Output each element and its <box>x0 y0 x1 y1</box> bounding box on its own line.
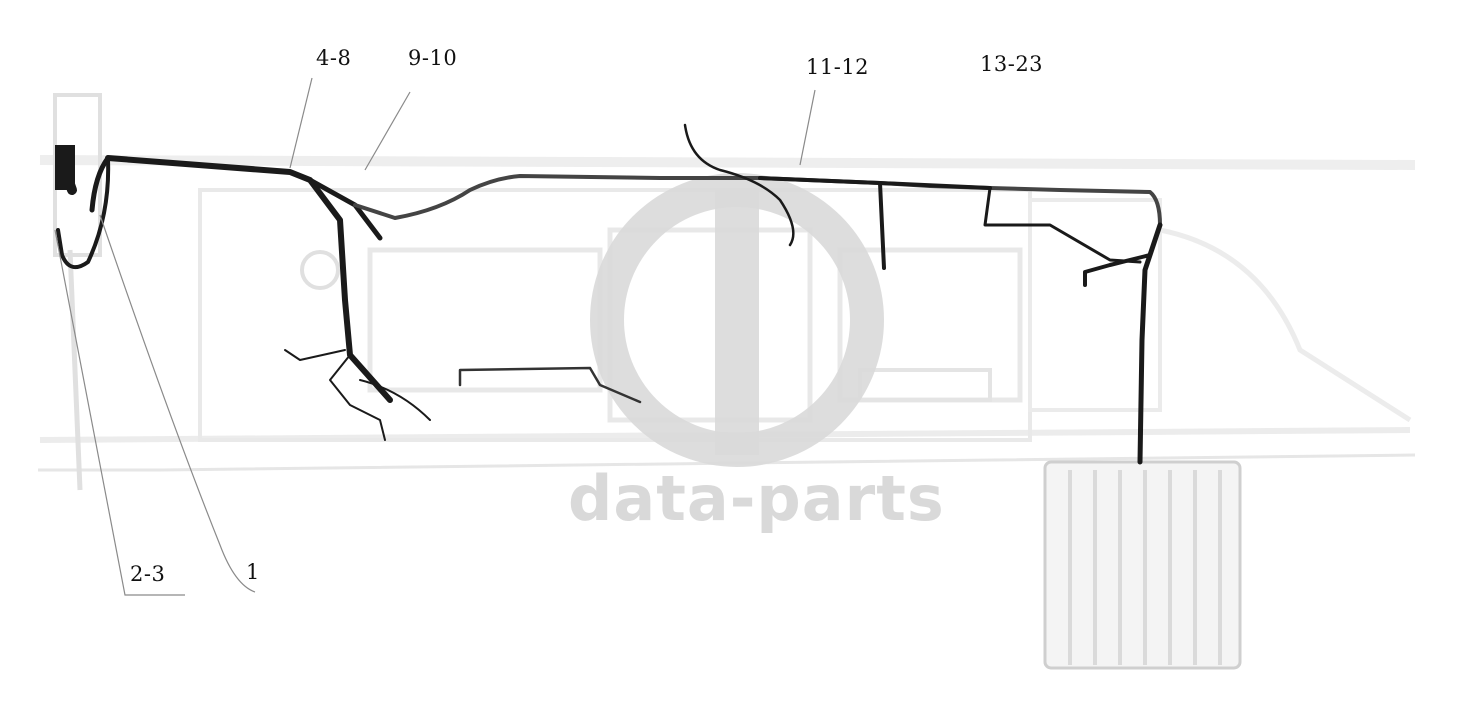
callout-1: 1 <box>246 560 260 584</box>
wiring-harness <box>55 123 1163 465</box>
leader-4-8 <box>289 77 313 169</box>
watermark-text: data-parts <box>568 462 945 535</box>
leader-9-10 <box>364 91 411 171</box>
callout-11-12: 11-12 <box>806 55 870 79</box>
watermark-logo <box>590 173 884 467</box>
callout-13-23: 13-23 <box>980 52 1044 76</box>
callout-9-10: 9-10 <box>408 46 458 70</box>
callout-2-3: 2-3 <box>130 562 166 586</box>
leader-1 <box>99 214 256 593</box>
leader-11-12 <box>799 89 816 166</box>
battery-block <box>1043 460 1242 670</box>
leader-2-3 <box>54 229 185 596</box>
callout-4-8: 4-8 <box>316 46 352 70</box>
leader-lines <box>54 77 816 596</box>
